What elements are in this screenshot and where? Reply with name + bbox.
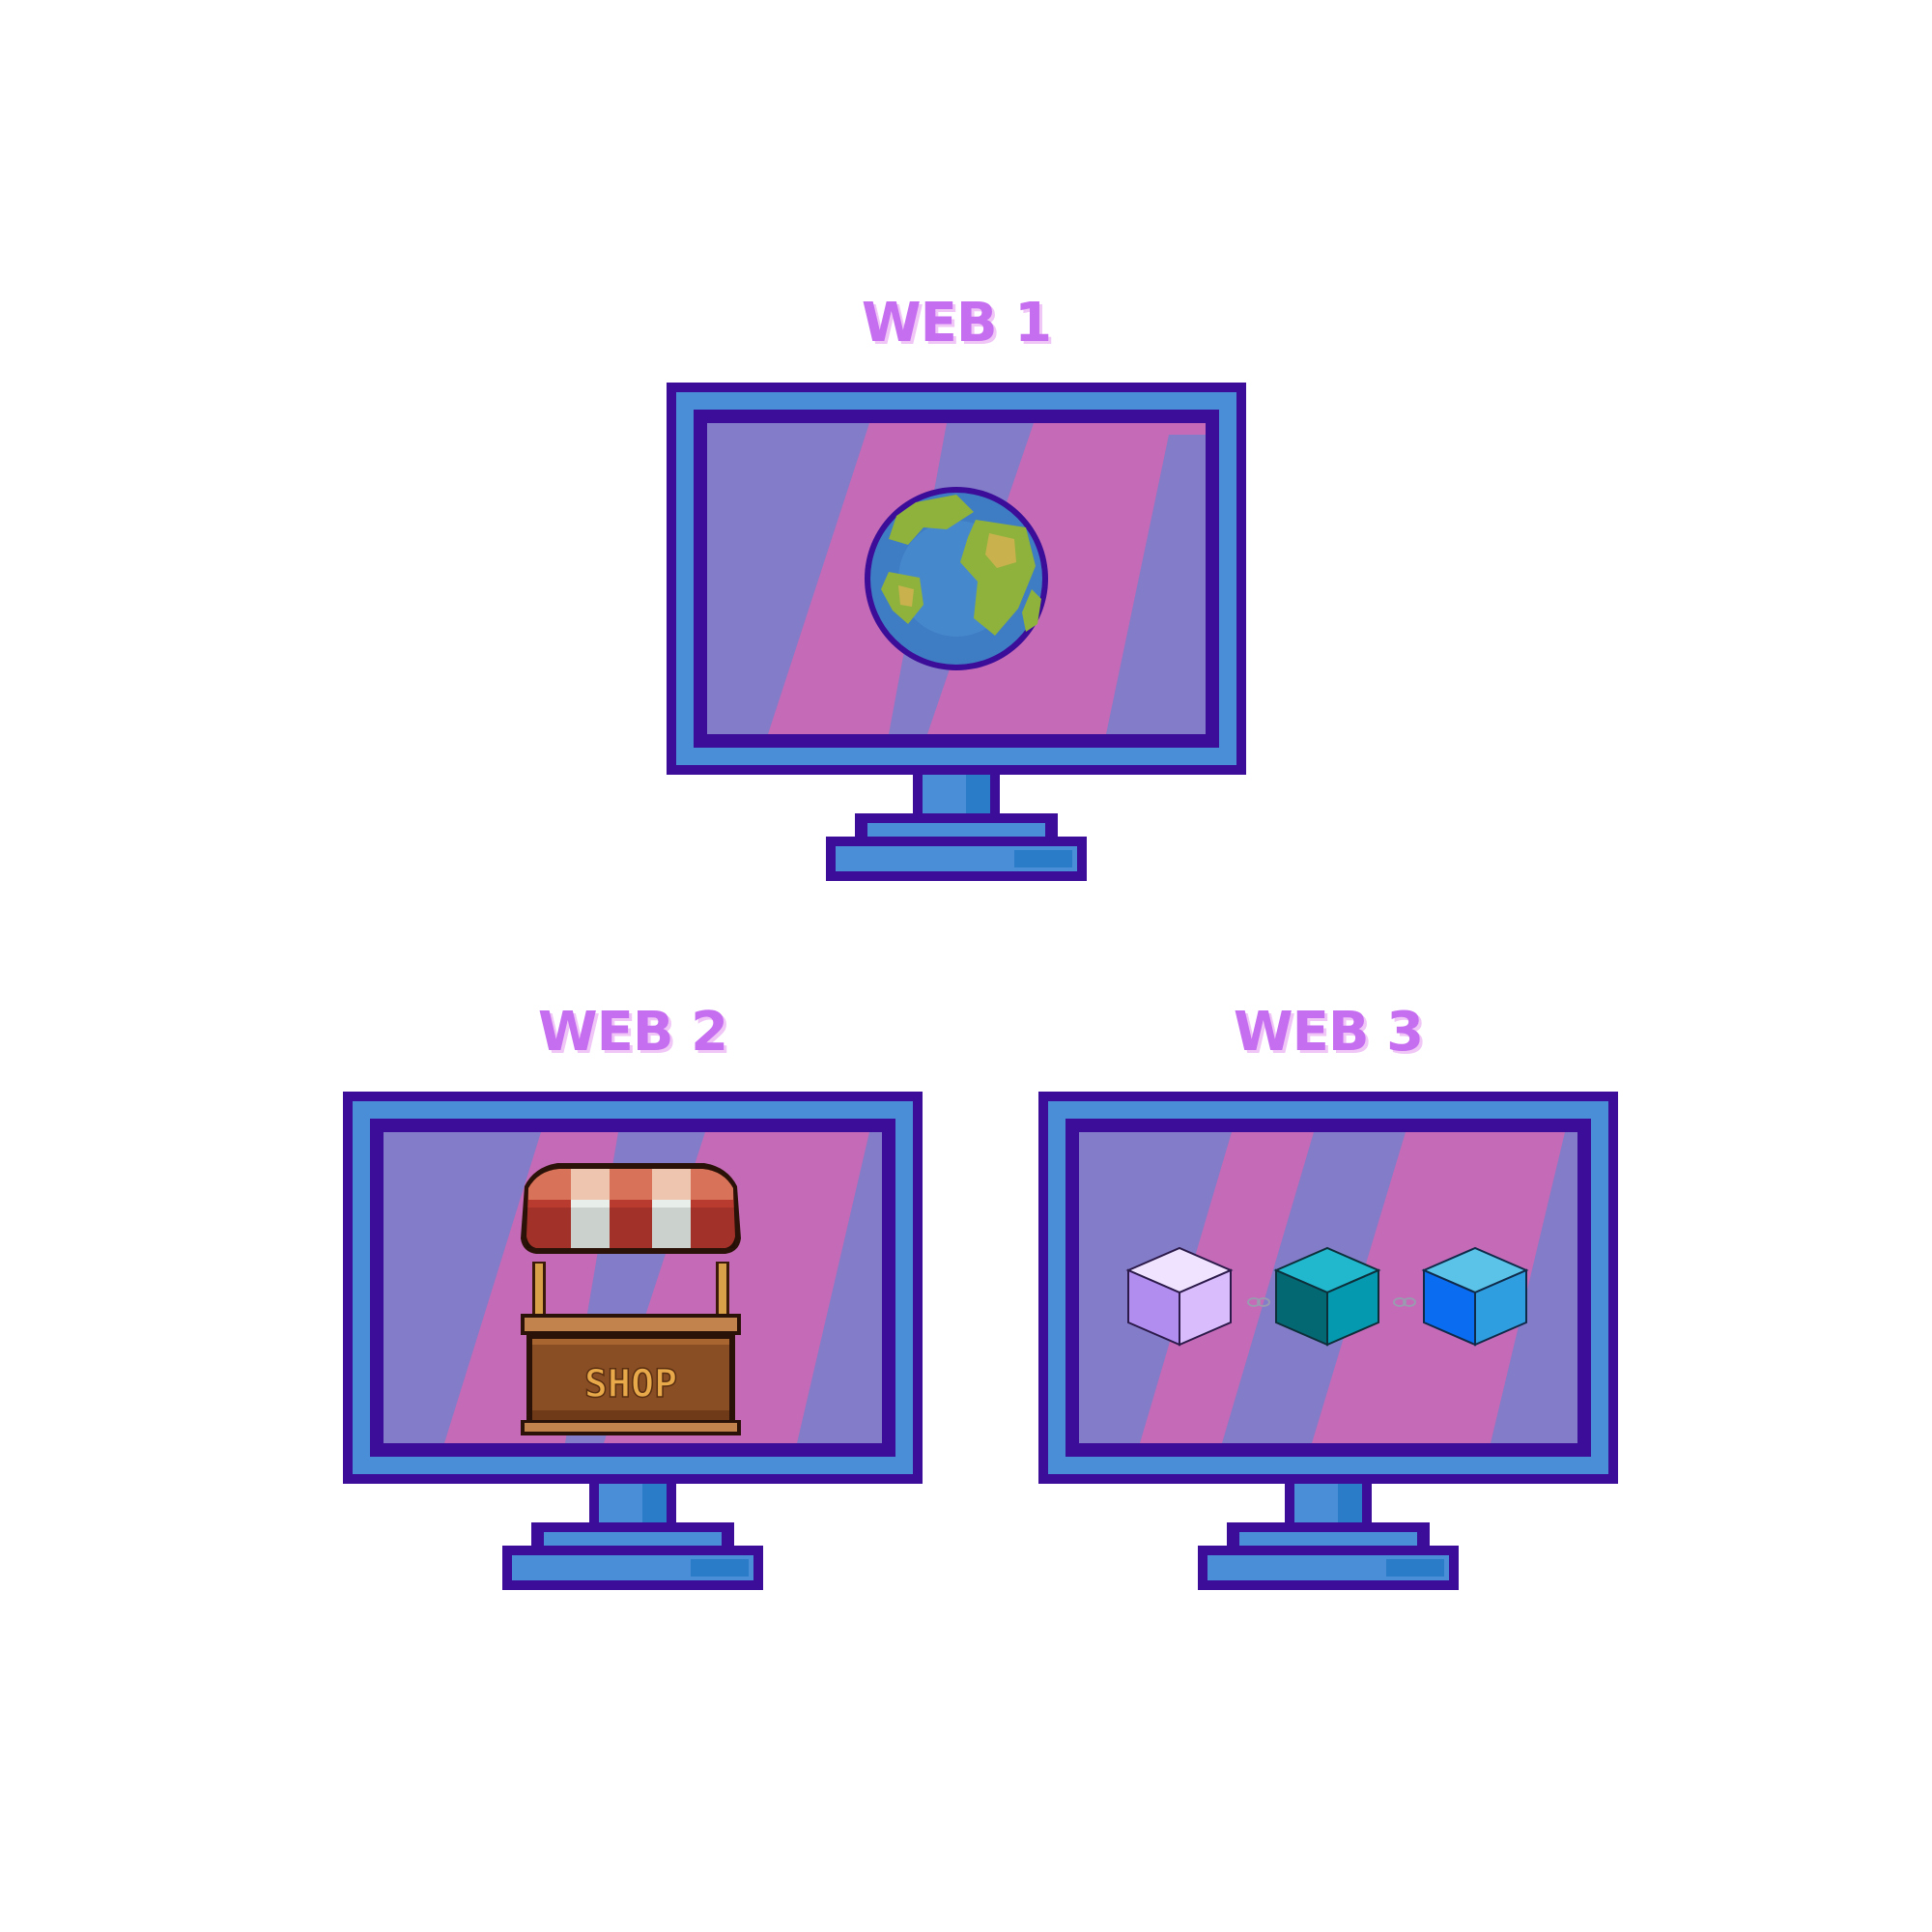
block-1-icon — [1125, 1246, 1234, 1347]
block-3-icon — [1421, 1246, 1529, 1347]
web3-label: WEB 3 — [1233, 1001, 1424, 1064]
web2-monitor: SHOP — [343, 1092, 923, 1594]
web2-monitor-graphic: SHOP — [343, 1092, 923, 1590]
globe-icon — [865, 487, 1048, 670]
web1-monitor — [667, 383, 1246, 885]
web2-label: WEB 2 — [537, 1001, 728, 1064]
chain-link-icon — [1247, 1297, 1270, 1307]
web1-monitor-graphic — [667, 383, 1246, 881]
screen-background — [707, 423, 1206, 734]
shop-sign-text: SHOP — [584, 1362, 677, 1406]
monitor-stand — [826, 775, 1087, 881]
web1-label: WEB 1 — [861, 292, 1052, 355]
monitor-stand — [502, 1484, 763, 1590]
block-2-icon — [1273, 1246, 1381, 1347]
web3-monitor-graphic — [1038, 1092, 1618, 1590]
blockchain-blocks-icon — [1125, 1246, 1529, 1347]
monitor-stand — [1198, 1484, 1459, 1590]
web3-monitor — [1038, 1092, 1618, 1594]
shop-stall-icon: SHOP — [521, 1163, 741, 1435]
chain-link-icon — [1393, 1297, 1416, 1307]
